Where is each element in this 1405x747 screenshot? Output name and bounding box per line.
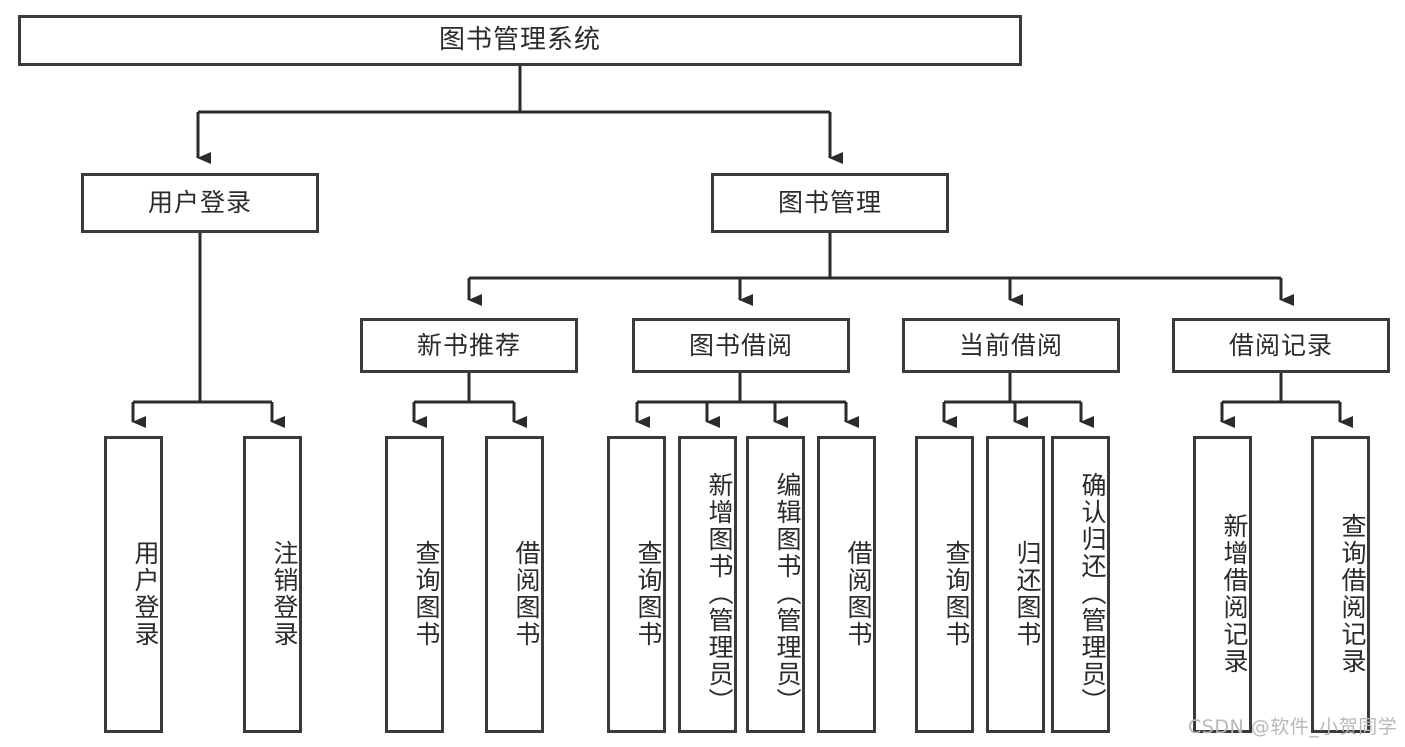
leaf-record-add-record[interactable]: 新增借阅记录: [1193, 436, 1252, 733]
leaf-current-confirm-return-admin[interactable]: 确认归还（管理员）: [1051, 436, 1110, 733]
node-label: 查询图书: [634, 539, 663, 648]
node-borrow-record[interactable]: 借阅记录: [1172, 318, 1390, 373]
node-label: 用户登录: [131, 539, 160, 648]
node-label: 查询借阅记录: [1338, 512, 1367, 675]
node-label: 图书借阅: [688, 330, 793, 360]
node-label: 注销登录: [270, 539, 299, 648]
node-label: 查询图书: [942, 539, 971, 648]
node-label: 归还图书: [1013, 539, 1042, 648]
node-root-system[interactable]: 图书管理系统: [18, 15, 1022, 66]
leaf-borrow-edit-book-admin[interactable]: 编辑图书（管理员）: [746, 436, 805, 733]
leaf-current-return-book[interactable]: 归还图书: [986, 436, 1045, 733]
leaf-user-login-logout[interactable]: 注销登录: [243, 436, 302, 733]
leaf-current-query-book[interactable]: 查询图书: [915, 436, 974, 733]
node-current-borrow[interactable]: 当前借阅: [902, 318, 1120, 373]
node-label: 借阅记录: [1228, 330, 1333, 360]
node-label: 图书管理: [777, 188, 882, 218]
node-label: 查询图书: [412, 539, 441, 648]
node-label: 新增借阅记录: [1220, 512, 1249, 675]
node-user-login[interactable]: 用户登录: [81, 173, 319, 233]
node-label: 确认归还（管理员）: [1078, 472, 1107, 715]
leaf-borrow-query-book[interactable]: 查询图书: [607, 436, 666, 733]
node-label: 新增图书（管理员）: [705, 472, 734, 715]
leaf-record-query-record[interactable]: 查询借阅记录: [1311, 436, 1370, 733]
leaf-recommend-borrow-book[interactable]: 借阅图书: [485, 436, 544, 733]
leaf-user-login-login[interactable]: 用户登录: [104, 436, 163, 733]
leaf-borrow-add-book-admin[interactable]: 新增图书（管理员）: [678, 436, 737, 733]
node-label: 新书推荐: [416, 330, 521, 360]
node-new-book-recommend[interactable]: 新书推荐: [360, 318, 578, 373]
node-label: 借阅图书: [844, 539, 873, 648]
leaf-recommend-query-book[interactable]: 查询图书: [385, 436, 444, 733]
node-label: 当前借阅: [958, 330, 1063, 360]
node-book-management[interactable]: 图书管理: [711, 173, 949, 233]
node-book-borrow[interactable]: 图书借阅: [632, 318, 850, 373]
node-label: 编辑图书（管理员）: [773, 472, 802, 715]
leaf-borrow-borrow-book[interactable]: 借阅图书: [817, 436, 876, 733]
node-label: 用户登录: [147, 188, 252, 218]
node-label: 图书管理系统: [438, 25, 601, 56]
node-label: 借阅图书: [512, 539, 541, 648]
watermark-credit: CSDN @软件_小贺同学: [1188, 716, 1398, 738]
